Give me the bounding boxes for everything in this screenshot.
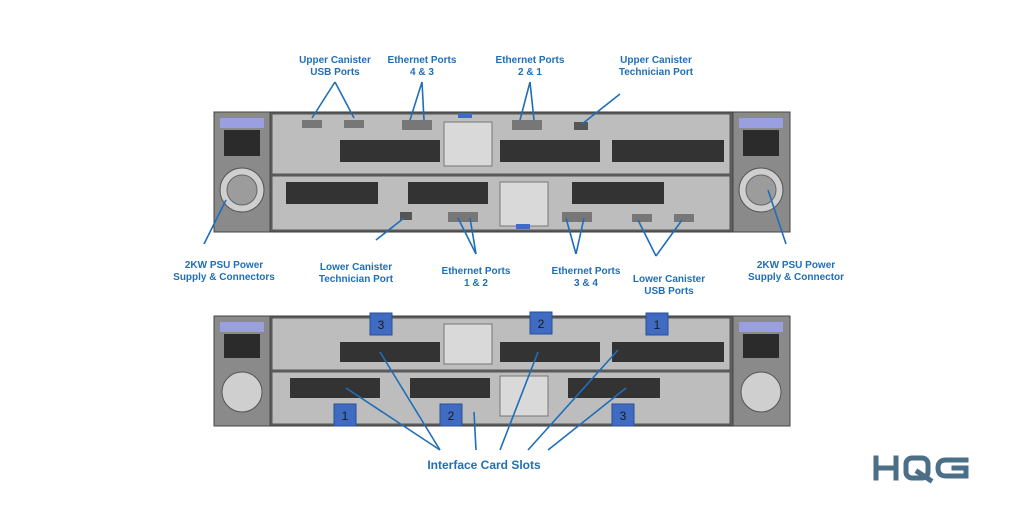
slot-badge-lower-left: 1 xyxy=(342,409,349,423)
callout-lines xyxy=(203,81,787,451)
slot-badge-lower-right: 3 xyxy=(620,409,627,423)
psu-right-upper xyxy=(732,111,791,233)
hqg-logo xyxy=(873,455,969,484)
slot-badges: 3 2 1 1 2 3 xyxy=(333,311,669,427)
slot-badge-upper-mid: 2 xyxy=(538,317,545,331)
upper-canister xyxy=(271,113,731,175)
psu-left-upper xyxy=(213,111,271,233)
upper-chassis xyxy=(213,111,791,233)
lower-chassis xyxy=(213,315,791,427)
slot-badge-upper-left: 3 xyxy=(378,318,385,332)
slot-badge-upper-right: 1 xyxy=(654,318,661,332)
slot-badge-lower-mid: 2 xyxy=(448,409,455,423)
label-interface-card-slots: Interface Card Slots xyxy=(427,458,541,472)
lower-canister xyxy=(271,175,731,231)
